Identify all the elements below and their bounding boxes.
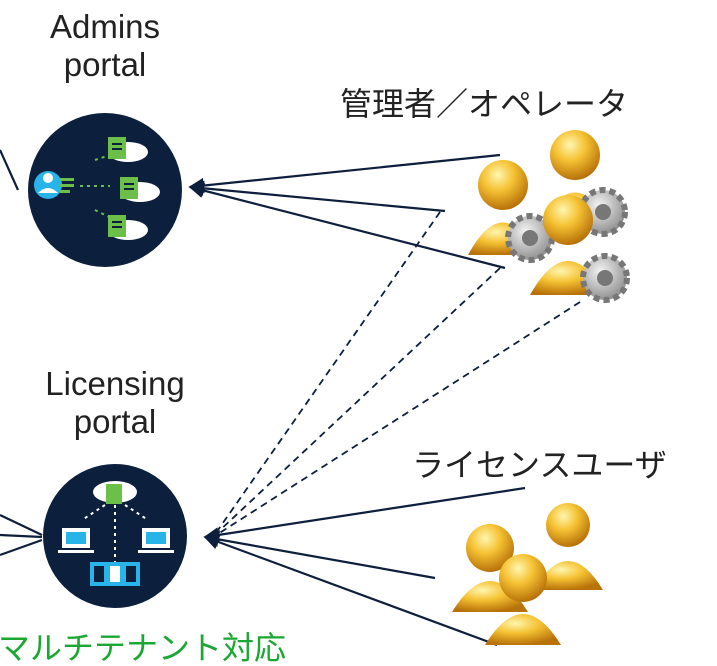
connections xyxy=(0,149,581,647)
line-operators-to-admins-portal-2 xyxy=(188,180,446,213)
line-offscreen-to-licensing-portal-3 xyxy=(0,538,43,557)
admin-users-gear-icon xyxy=(468,130,630,303)
dashed-line-operators-to-licensing-portal-2 xyxy=(217,267,501,533)
licensing-portal-label-line1: Licensing xyxy=(45,365,185,402)
admins-portal-icon[interactable] xyxy=(28,113,182,267)
admin-operators-label: 管理者／オペレータ xyxy=(340,86,629,122)
line-offscreen-to-admins-portal xyxy=(0,149,20,191)
multi-tenant-label-partial: マルチテナント対応 xyxy=(0,630,287,666)
admins-portal-label: Admins portal xyxy=(10,8,200,84)
line-license-users-to-licensing-portal-3 xyxy=(203,534,498,647)
licensing-portal-icon[interactable] xyxy=(43,464,187,608)
line-offscreen-to-licensing-portal-2 xyxy=(0,533,43,539)
dashed-line-operators-to-licensing-portal-1 xyxy=(217,211,441,531)
line-license-users-to-licensing-portal-1 xyxy=(203,486,526,543)
admins-portal-label-line2: portal xyxy=(63,46,147,83)
users-group-icon xyxy=(452,503,603,645)
line-offscreen-to-licensing-portal-1 xyxy=(0,514,43,536)
line-license-users-to-licensing-portal-2 xyxy=(203,531,436,580)
dashed-line-operators-to-licensing-portal-3 xyxy=(217,301,581,535)
line-operators-to-admins-portal-1 xyxy=(188,153,501,194)
licensing-portal-label-line2: portal xyxy=(73,403,157,440)
diagram-canvas xyxy=(0,113,630,647)
licensing-portal-label: Licensing portal xyxy=(15,365,215,441)
admins-portal-label-line1: Admins xyxy=(49,8,161,45)
line-operators-to-admins-portal-3 xyxy=(188,182,506,270)
license-users-label: ライセンスユーザ xyxy=(412,447,667,483)
